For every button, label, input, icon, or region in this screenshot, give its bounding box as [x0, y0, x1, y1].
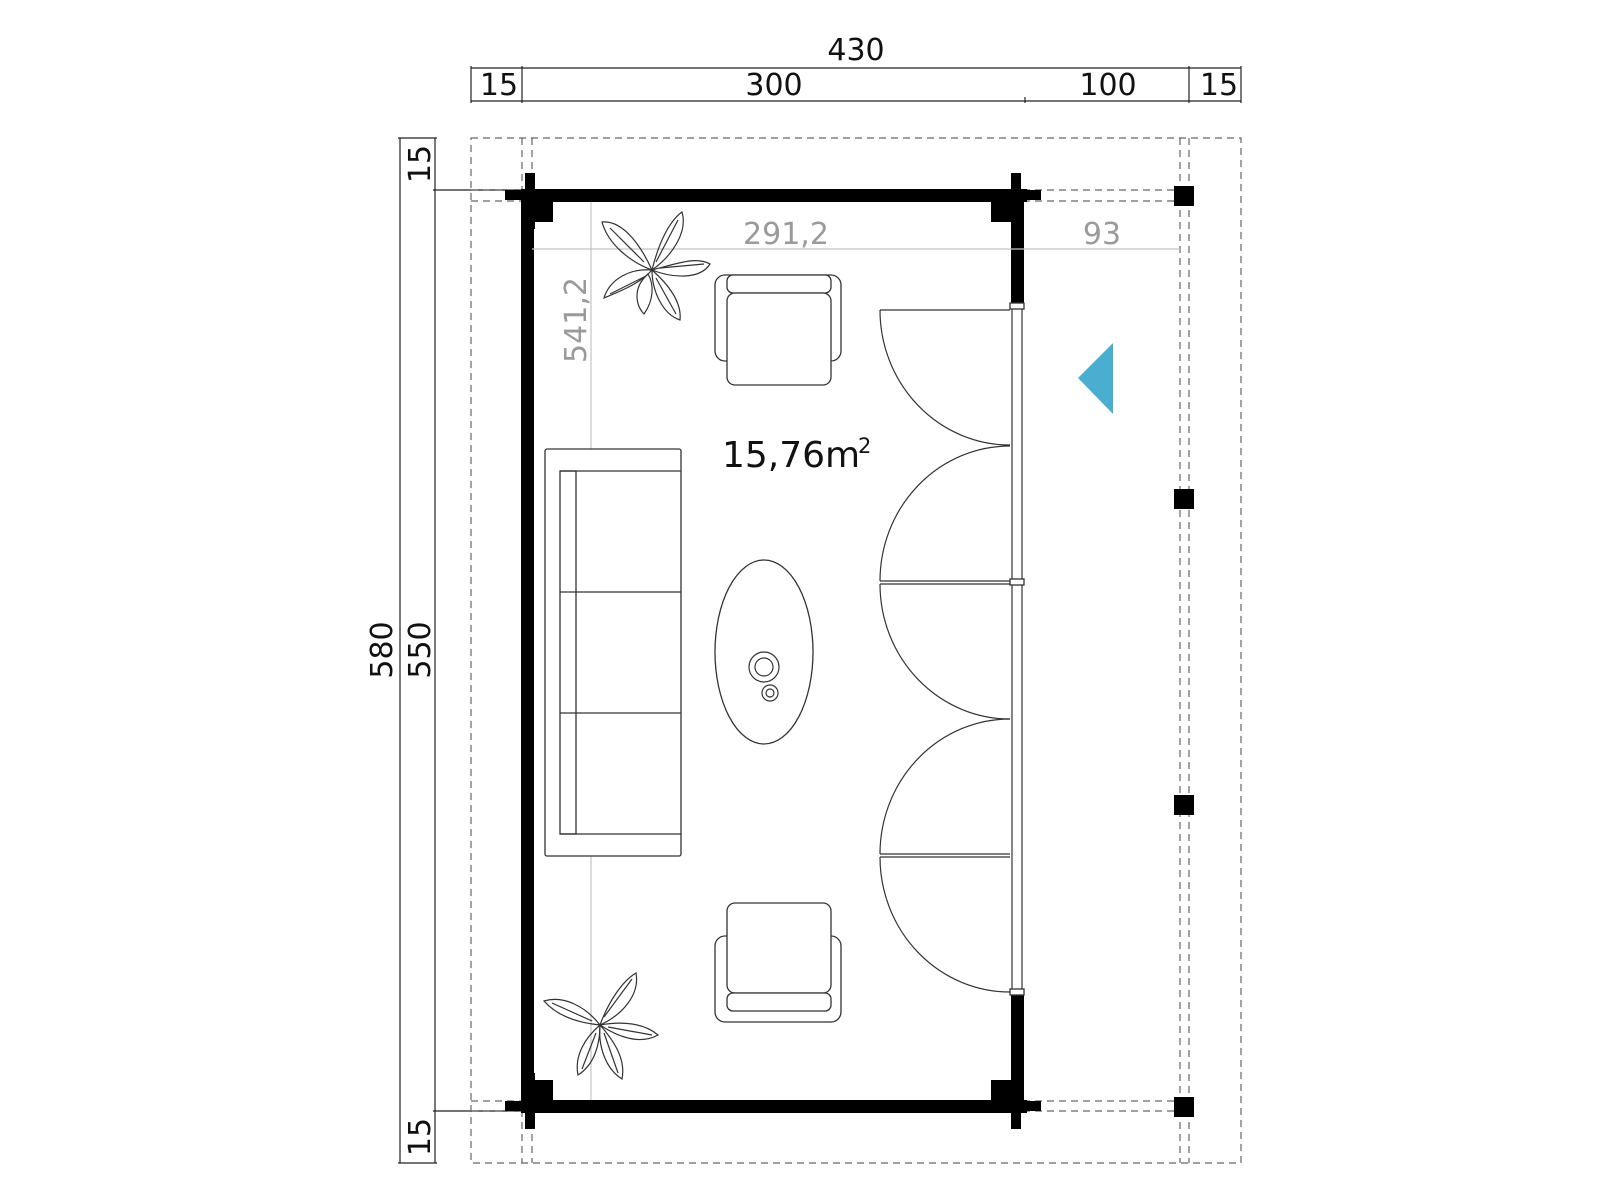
overall-depth-label: 580 [365, 621, 400, 678]
terrace-post [1174, 1097, 1194, 1117]
door-lower [879, 718, 1011, 993]
top-dimensions [470, 66, 1242, 103]
glass-front [1009, 302, 1025, 996]
inner-width-label: 291,2 [743, 217, 829, 252]
left-dimensions [398, 137, 530, 1164]
room-area-superscript: 2 [858, 434, 871, 458]
doors [879, 309, 1011, 993]
door-upper [879, 309, 1011, 446]
walls [505, 173, 1041, 1129]
main-width-label: 300 [745, 68, 802, 103]
room-area-label: 15,76m [722, 435, 860, 476]
terrace-post [1174, 795, 1194, 815]
plant-bottom-icon [542, 972, 660, 1080]
armchair-bottom [714, 902, 842, 1023]
inner-depth-label: 541,2 [559, 277, 594, 363]
terrace-post [1174, 489, 1194, 509]
inner-terrace-width-label: 93 [1083, 217, 1121, 252]
sofa [544, 448, 682, 857]
terrace-posts [1174, 186, 1194, 1117]
terrace-width-label: 100 [1079, 68, 1136, 103]
coffee-table [714, 559, 814, 745]
wall-depth-label: 550 [403, 621, 438, 678]
right-overhang-width-label: 15 [1200, 68, 1238, 103]
top-overhang-depth-label: 15 [403, 145, 438, 183]
overall-width-label: 430 [827, 33, 884, 68]
bottom-overhang-depth-label: 15 [403, 1118, 438, 1156]
entrance-arrow-icon [1078, 343, 1113, 414]
plant-top-icon [601, 211, 711, 321]
terrace-post [1174, 186, 1194, 206]
door-middle [879, 445, 1011, 720]
armchair-top [714, 274, 842, 386]
left-overhang-width-label: 15 [480, 68, 518, 103]
